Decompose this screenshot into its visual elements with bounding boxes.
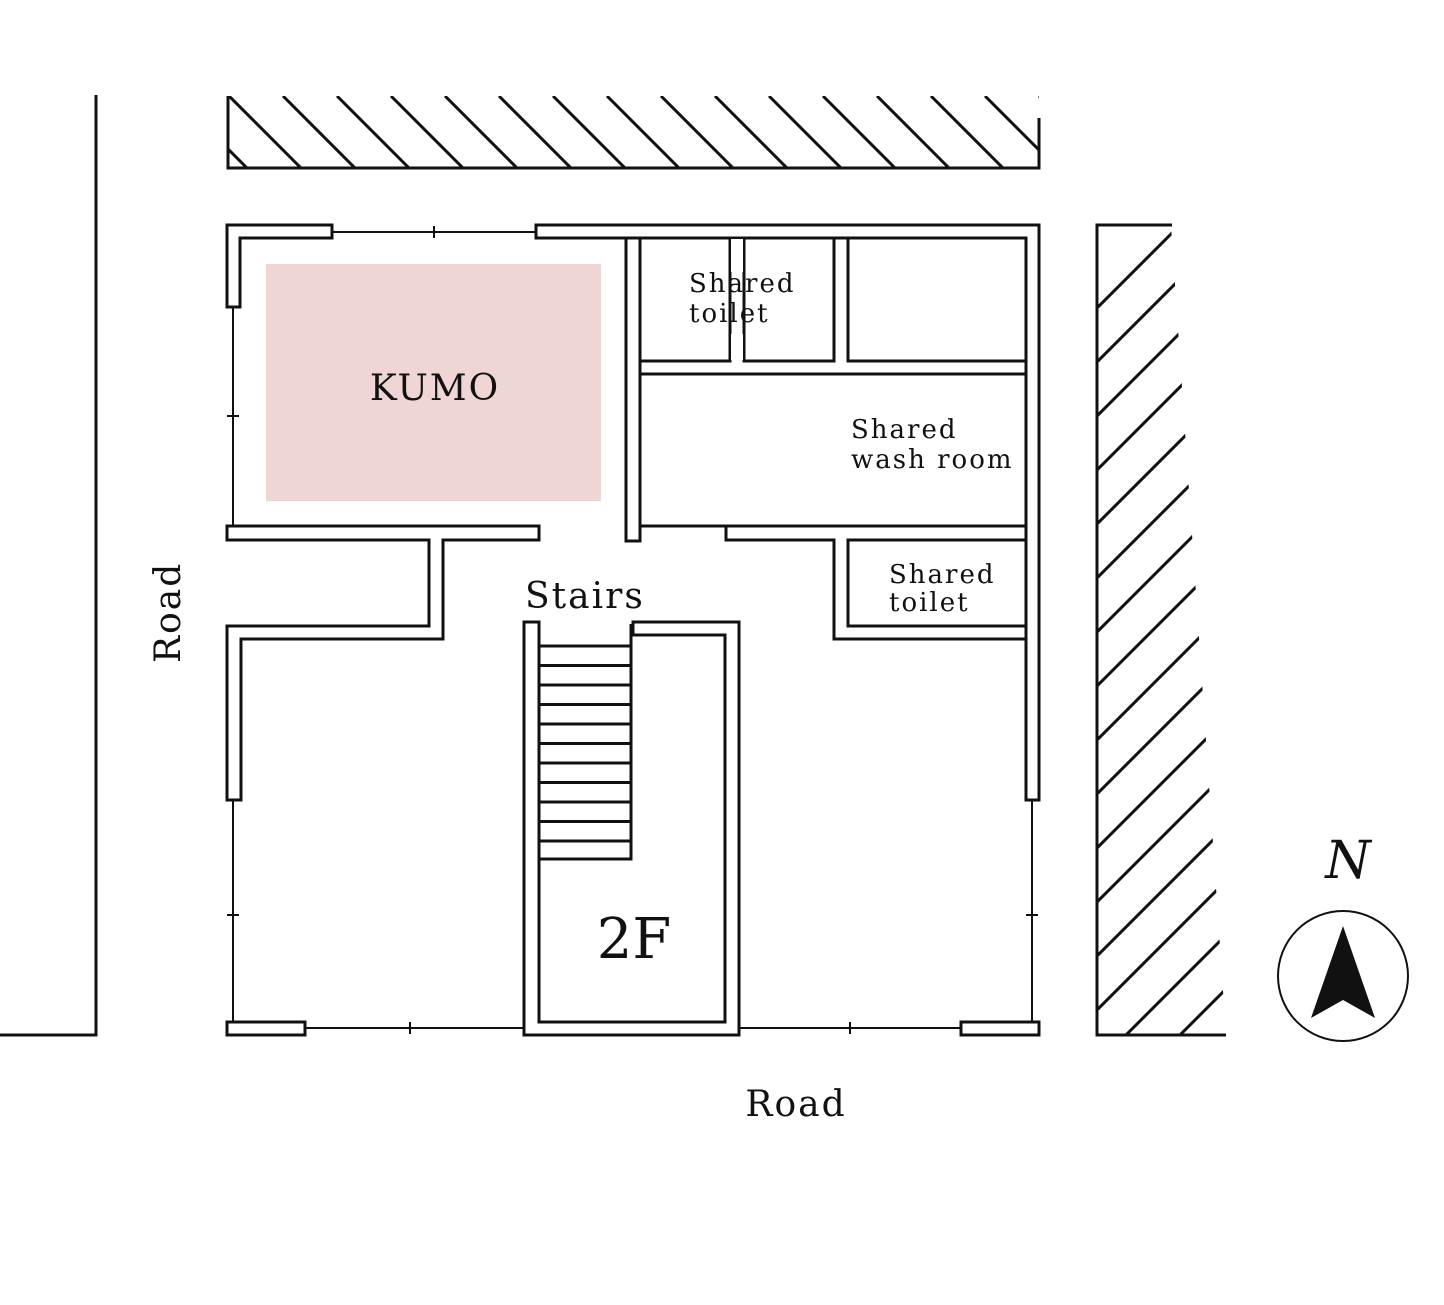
- hatch-line: [1097, 389, 1226, 533]
- hatch-line: [1097, 929, 1226, 1035]
- road-boundary-left: [0, 95, 98, 1037]
- hatch-line: [605, 96, 681, 168]
- north-label: N: [1323, 831, 1372, 891]
- hatch-line: [1037, 96, 1039, 99]
- hatch-line: [821, 96, 897, 168]
- hatch-line: [875, 96, 951, 168]
- hatch-line: [389, 96, 465, 168]
- hatch-line: [335, 96, 411, 168]
- hatch-line: [1097, 335, 1226, 479]
- toilet-label-right-line2: toilet: [889, 588, 970, 618]
- hatch-line: [713, 96, 789, 168]
- hatch-line: [1090, 1147, 1230, 1287]
- hatch-line: [659, 96, 735, 168]
- hatch-line: [1097, 225, 1226, 317]
- hatch-line: [1093, 96, 1165, 168]
- hatch-line: [229, 147, 249, 168]
- hatch-line: [1097, 605, 1226, 749]
- hatch-line: [1097, 551, 1226, 695]
- hatch-line: [1097, 659, 1226, 803]
- hatch-line: [1097, 767, 1226, 911]
- compass: N: [1277, 831, 1409, 1042]
- hatch-line: [229, 96, 303, 168]
- outer-walls: [225, 223, 1041, 1037]
- road-label-left: Road: [148, 562, 189, 663]
- hatch-line: [1097, 227, 1226, 371]
- floor-label: 2F: [597, 907, 671, 972]
- hatch-line: [1090, 1093, 1230, 1233]
- hatch-line: [1090, 1039, 1230, 1179]
- road-label-bottom: Road: [745, 1084, 846, 1125]
- hatch-line: [1097, 983, 1226, 1035]
- north-arrow-icon: [1311, 926, 1375, 1018]
- toilet-label-right-line1: Shared: [889, 560, 996, 590]
- kumo-room-highlight: [266, 264, 601, 501]
- toilet-label-top-line1: Shared: [689, 269, 796, 299]
- hatch-line: [281, 96, 357, 168]
- room-label-kumo: KUMO: [370, 368, 500, 409]
- hatch-line: [1097, 281, 1226, 425]
- stairs-label: Stairs: [525, 576, 645, 617]
- wash-room-label-line1: Shared: [851, 415, 958, 445]
- hatch-line: [443, 96, 519, 168]
- hatch-line: [551, 96, 627, 168]
- stairs-block: [522, 620, 741, 1037]
- hatch-line: [1097, 497, 1226, 641]
- hatch-line: [1097, 713, 1226, 857]
- stair-steps: [539, 644, 631, 843]
- hatch-line: [983, 96, 1039, 153]
- hatch-line: [1097, 875, 1226, 1019]
- hatch-line: [767, 96, 843, 168]
- hatch-line: [929, 96, 1005, 168]
- neighbor-hatch-right: [1090, 223, 1230, 1287]
- hatch-line: [497, 96, 573, 168]
- neighbor-hatch-top: [226, 96, 1165, 170]
- toilet-label-top-line2: toilet: [689, 299, 770, 329]
- hatch-line: [1097, 821, 1226, 965]
- wash-room-label-line2: wash room: [851, 445, 1014, 475]
- hatch-line: [1097, 443, 1226, 587]
- interior-walls: [624, 236, 1028, 641]
